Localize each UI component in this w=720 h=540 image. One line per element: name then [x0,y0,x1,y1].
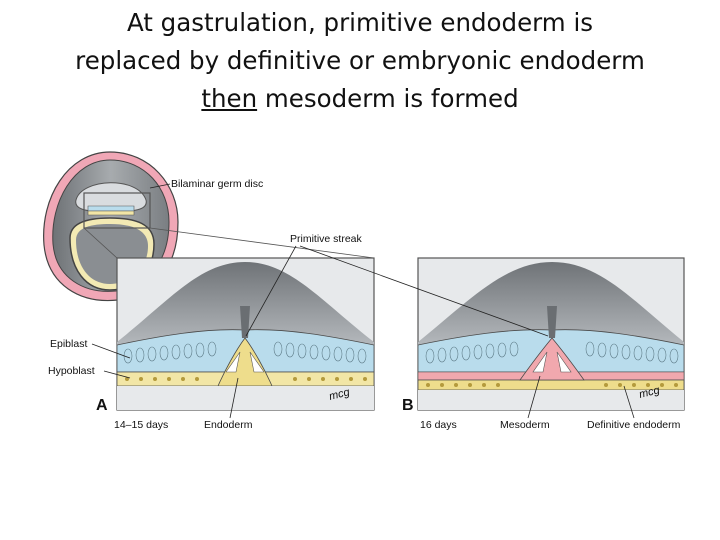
panel-a-hypoblast-cells [125,377,367,381]
panel-a-white-arrow-right [249,351,265,373]
overview-germ-disc-epiblast [87,205,135,212]
panel-b-letter: B [402,397,414,414]
title-line-2: replaced by definitive or embryonic endo… [75,46,645,75]
panel-b-epiblast-cells [425,341,679,364]
panel-a-lower-space [117,386,374,410]
primitive-streak-leader-b [299,245,549,337]
panel-b-signature: mcg [638,384,662,401]
panel-a-letter: A [96,397,108,414]
epiblast-leader-line [91,343,131,359]
panel-b-days-label: 16 days [420,419,457,431]
endoderm-label: Endoderm [204,419,253,431]
panel-a-migrating-endoderm [217,337,273,387]
zoom-line-right [149,227,375,259]
hypoblast-leader-line [103,370,131,379]
title-line-3: then mesoderm is formed [0,80,720,118]
bilaminar-label: Bilaminar germ disc [171,178,263,190]
definitive-endoderm-leader-line [623,385,635,419]
panel-b-streak-groove [547,306,557,338]
panel-a-signature: mcg [328,386,352,403]
bilaminar-leader-line [149,183,171,189]
zoom-line-left [83,227,118,259]
panel-b-definitive-endoderm [418,379,684,391]
overview-germ-disc-hypoblast [87,210,135,216]
panel-b-white-arrow-left [532,351,548,373]
primitive-streak-label: Primitive streak [290,233,363,245]
title-line-3-rest: mesoderm is formed [257,84,519,113]
panel-a-streak-groove [240,306,250,338]
definitive-endoderm-label: Definitive endoderm [587,419,681,431]
title-underlined-word: then [201,84,258,113]
slide-title: At gastrulation, primitive endoderm is r… [0,4,720,118]
endoderm-leader-line [229,377,239,419]
panel-a: mcg [116,257,375,411]
panel-b-endoderm-cells [426,383,678,387]
panel-b-lower-space [418,390,684,410]
mesoderm-leader-line [527,375,541,419]
panel-b: mcg [417,257,685,411]
hypoblast-label: Hypoblast [48,365,95,377]
panel-a-white-arrow-left [225,351,241,373]
panel-a-days-label: 14–15 days [114,419,168,431]
title-line-1: At gastrulation, primitive endoderm is [126,8,594,37]
epiblast-label: Epiblast [50,338,87,350]
overview-highlight-box [83,192,151,229]
mesoderm-label: Mesoderm [500,419,550,431]
primitive-streak-leader-a [245,245,297,337]
panel-a-epiblast-cells [123,341,367,364]
panel-b-white-arrow-right [556,351,572,373]
